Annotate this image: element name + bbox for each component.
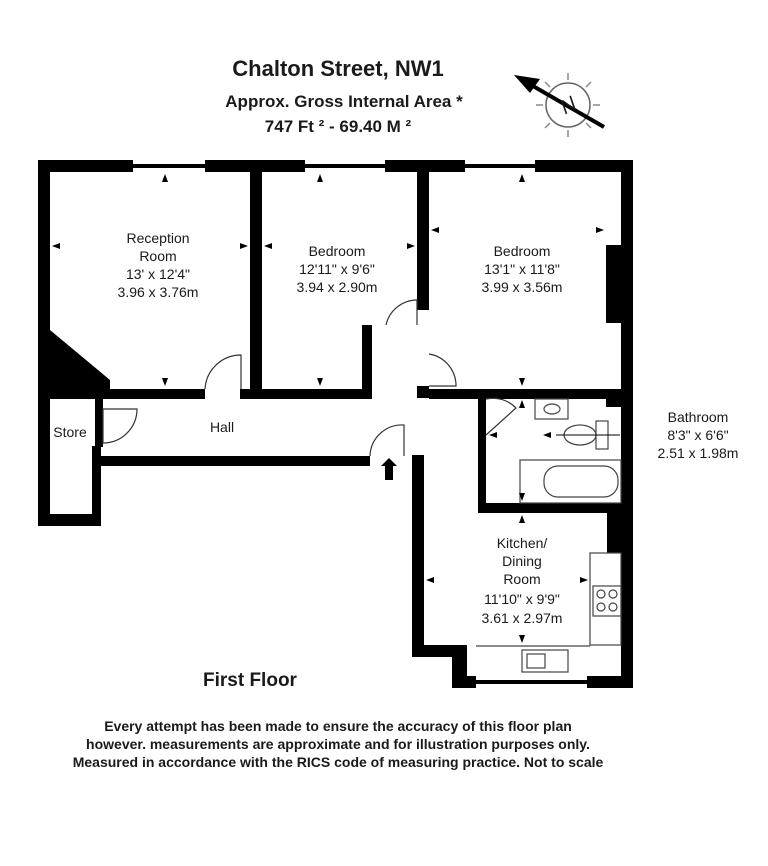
bedroom2-name: Bedroom: [494, 243, 551, 259]
bedroom2-imperial: 13'1" x 11'8": [484, 261, 560, 277]
disclaimer-line-1: Every attempt has been made to ensure th…: [104, 718, 572, 734]
doors: [102, 299, 517, 457]
hall-name: Hall: [210, 419, 234, 435]
floor-label: First Floor: [203, 670, 297, 691]
kitchen-metric: 3.61 x 2.97m: [482, 610, 563, 626]
bathroom-metric: 2.51 x 1.98m: [658, 445, 739, 461]
bedroom1-imperial: 12'11" x 9'6": [299, 261, 375, 277]
reception-name-1: Reception: [126, 230, 189, 246]
bedroom1-name: Bedroom: [309, 243, 366, 259]
area-caption: Approx. Gross Internal Area *: [225, 92, 463, 111]
reception-metric: 3.96 x 3.76m: [118, 284, 199, 300]
kitchen-name-3: Room: [503, 571, 540, 587]
kitchen-imperial: 11'10" x 9'9": [484, 591, 560, 607]
bedroom1-metric: 3.94 x 2.90m: [297, 279, 378, 295]
compass-north-icon: N: [514, 73, 605, 137]
bedroom2-metric: 3.99 x 3.56m: [482, 279, 563, 295]
store-name: Store: [53, 424, 87, 440]
bathroom-imperial: 8'3" x 6'6": [667, 427, 728, 443]
reception-imperial: 13' x 12'4": [126, 266, 190, 282]
plan-title: Chalton Street, NW1: [232, 56, 444, 81]
disclaimer-line-3: Measured in accordance with the RICS cod…: [72, 754, 604, 770]
kitchen-name-2: Dining: [502, 553, 542, 569]
dimension-arrows: [52, 174, 604, 643]
area-values: 747 Ft ² - 69.40 M ²: [264, 117, 412, 136]
reception-name-2: Room: [139, 248, 176, 264]
bathroom-name: Bathroom: [668, 409, 729, 425]
entrance-arrow-icon: [381, 458, 397, 480]
kitchen-name-1: Kitchen/: [497, 535, 548, 551]
disclaimer-line-2: however. measurements are approximate an…: [86, 736, 590, 752]
walls: [38, 160, 633, 688]
